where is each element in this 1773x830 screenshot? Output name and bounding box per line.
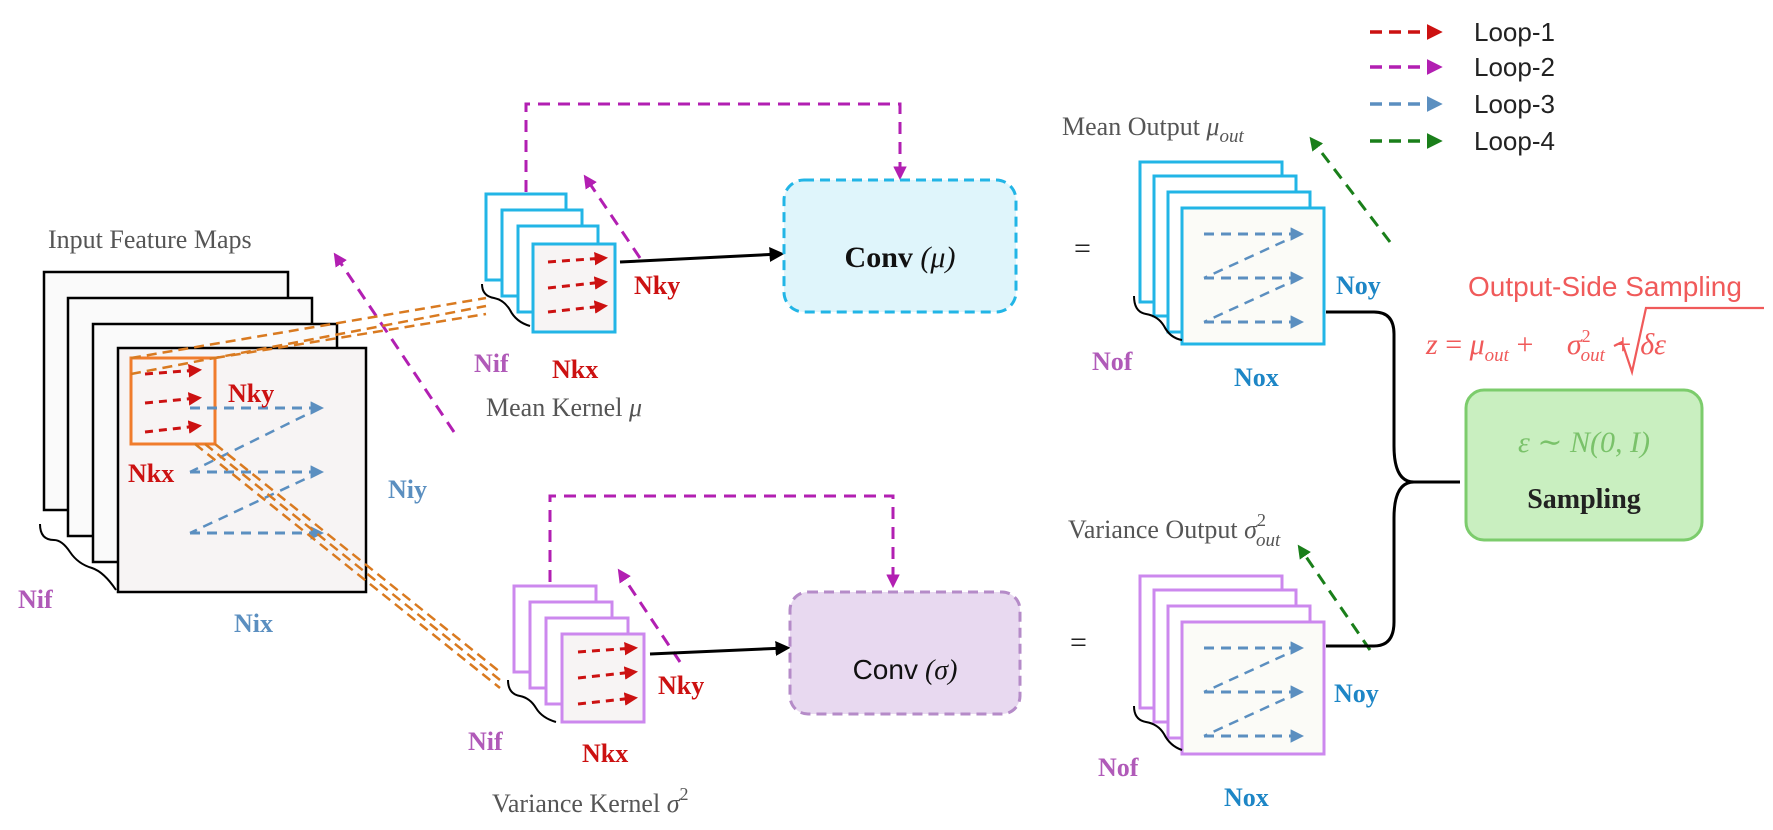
legend-item-loop-2: Loop-2 (1370, 52, 1555, 82)
merge-connector (1326, 310, 1460, 648)
sampling-box (1464, 388, 1704, 542)
mean-output: Mean Output μout Nof Nox Noy (1062, 112, 1392, 392)
variance-kernel: Nif Nkx Nky Variance Kernel σ2 (468, 494, 900, 818)
input-map-front (116, 346, 368, 594)
conv-sigma-label: Conv (σ) (853, 654, 958, 686)
input-kernel-window (129, 356, 217, 446)
variance-kernel-nky-label: Nky (658, 671, 704, 700)
mean-output-nox-label: Nox (1234, 363, 1279, 392)
mean-kernel-front (531, 242, 617, 334)
sampling-formula: ε ∼ N(0, I) (1518, 426, 1650, 459)
legend-label-loop-2: Loop-2 (1474, 52, 1555, 82)
mean-kernel-nkx-label: Nkx (552, 355, 598, 384)
variance-output-nof-label: Nof (1098, 753, 1139, 782)
conv-sigma-block: Conv (σ) (788, 590, 1022, 716)
legend-item-loop-1: Loop-1 (1370, 17, 1555, 47)
mean-kernel-label: Mean Kernel μ (486, 393, 642, 422)
conv-sigma-box (788, 590, 1022, 716)
input-nkx-label: Nkx (128, 459, 174, 488)
variance-kernel-front (560, 632, 646, 724)
variance-output-noy-label: Noy (1334, 679, 1379, 708)
equals-sign-variance: = (1070, 626, 1087, 659)
mean-output-label: Mean Output μout (1062, 112, 1244, 147)
legend-label-loop-4: Loop-4 (1474, 126, 1555, 156)
conv-mu-block: Conv (μ) (782, 178, 1018, 314)
input-feature-maps: Input Feature Maps Nky Nkx Niy Nix Nif (18, 225, 456, 638)
sqrt-sign (1613, 306, 1764, 377)
mean-output-nof-label: Nof (1092, 347, 1133, 376)
mean-output-front (1180, 206, 1326, 346)
legend: Loop-1 Loop-2 Loop-3 Loop-4 (1370, 17, 1555, 156)
sampling-label: Sampling (1527, 484, 1641, 515)
input-title: Input Feature Maps (48, 225, 252, 254)
input-nif-label: Nif (18, 585, 53, 614)
mean-kernel-nky-label: Nky (634, 271, 680, 300)
variance-kernel-label: Variance Kernel σ2 (492, 784, 689, 818)
window-connectors (130, 296, 501, 689)
input-nky-label: Nky (228, 379, 274, 408)
legend-label-loop-1: Loop-1 (1474, 17, 1555, 47)
variance-output-front (1180, 620, 1326, 756)
sampling-block: ε ∼ N(0, I) Sampling (1464, 388, 1704, 542)
variance-output-nox-label: Nox (1224, 783, 1269, 812)
variance-kernel-nif-label: Nif (468, 727, 503, 756)
mean-kernel: Nif Nkx Nky Mean Kernel μ (474, 102, 907, 422)
input-nix-label: Nix (234, 609, 273, 638)
equals-sign-mean: = (1074, 232, 1091, 265)
variance-kernel-nkx-label: Nkx (582, 739, 628, 768)
input-niy-label: Niy (388, 475, 427, 504)
mean-output-noy-label: Noy (1336, 271, 1381, 300)
conv-mu-box (782, 178, 1018, 314)
conv-mu-label: Conv (μ) (845, 241, 956, 274)
legend-label-loop-3: Loop-3 (1474, 89, 1555, 119)
legend-item-loop-4: Loop-4 (1370, 126, 1555, 156)
mean-kernel-nif-label: Nif (474, 349, 509, 378)
output-side-title: Output-Side Sampling (1468, 271, 1742, 302)
legend-item-loop-3: Loop-3 (1370, 89, 1555, 119)
